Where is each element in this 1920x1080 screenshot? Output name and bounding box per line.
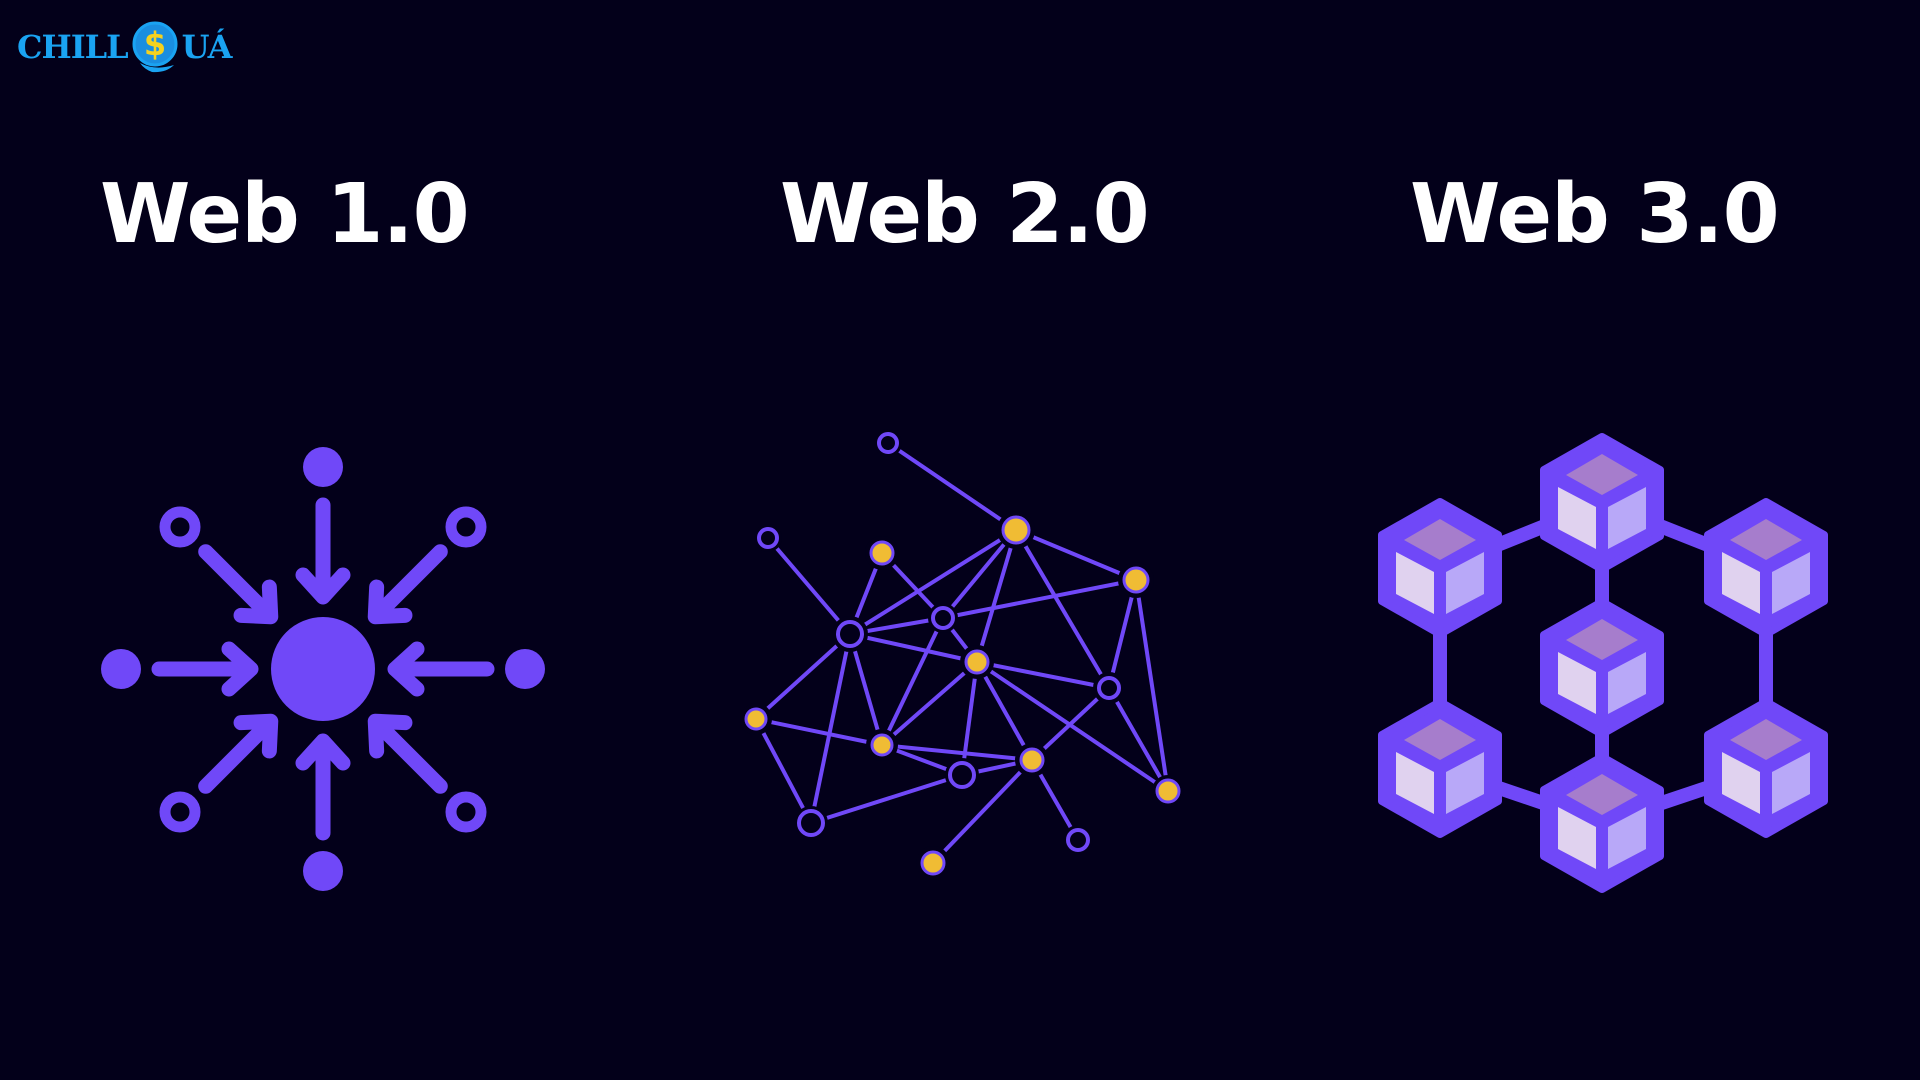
block-cube-icon	[1544, 757, 1660, 889]
block-cube-icon	[1544, 602, 1660, 734]
block-cube-icon	[1382, 502, 1498, 634]
blockchain-cubes-icon	[1382, 437, 1824, 889]
block-cube-icon	[1708, 502, 1824, 634]
logo-text-right: UÁ	[181, 28, 233, 66]
block-cube-icon	[1382, 702, 1498, 834]
block-cube-icon	[1708, 702, 1824, 834]
brand-logo[interactable]: CHILL $ UÁ	[17, 17, 233, 77]
block-cube-icon	[1544, 437, 1660, 569]
web2-title: Web 2.0	[780, 167, 1150, 262]
web3-title: Web 3.0	[1410, 167, 1780, 262]
web1-title: Web 1.0	[100, 167, 470, 262]
centralized-hub-icon	[101, 447, 545, 891]
coin-symbol: $	[144, 25, 166, 63]
logo-text-left: CHILL	[17, 28, 129, 66]
dollar-coin-icon: $	[132, 21, 178, 73]
network-graph-icon	[740, 429, 1184, 880]
hub-center-icon	[271, 617, 375, 721]
